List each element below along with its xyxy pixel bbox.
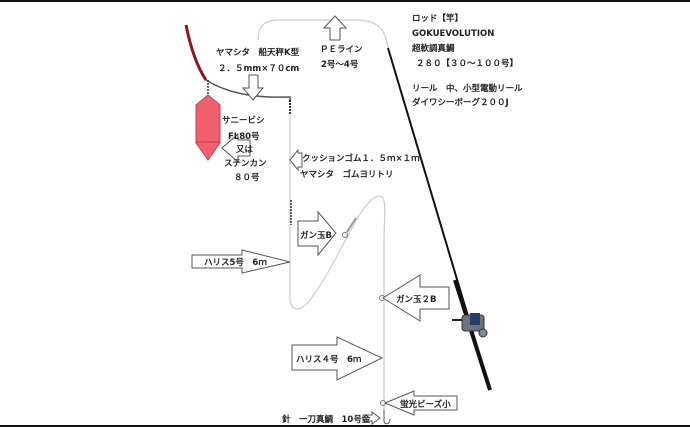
- pe-line-size: 2号～4号: [321, 60, 359, 70]
- rod-model: GOKUEVOLUTION: [412, 29, 494, 39]
- tenbin-size: ２．５mm×７０cm: [218, 63, 299, 74]
- rod-spec: ２８０【３０～１００号】: [416, 58, 518, 69]
- sinker-or: 又は: [235, 145, 254, 155]
- split-shot-2b-label: ガン玉２B: [396, 294, 436, 305]
- sinker-model: FL80号: [228, 132, 260, 142]
- cushion-arrow: [289, 148, 303, 172]
- harris4-arrow: [291, 336, 384, 381]
- cushion-model: ヤマシタ ゴムヨリトリ: [300, 169, 394, 180]
- tenbin-arrow: [241, 74, 265, 101]
- rod-title: ロッド【竿】: [412, 13, 463, 24]
- rod-butt: [453, 279, 492, 391]
- sinker: [195, 94, 221, 161]
- sinker-arrow: [221, 132, 251, 164]
- tenbin-arm: [184, 24, 208, 81]
- harris5-arrow: [191, 249, 291, 274]
- top-border: [0, 0, 690, 2]
- split-shot-b: [342, 232, 348, 238]
- reel: [452, 313, 488, 338]
- reel-label: リール 中、小型電動リール: [412, 83, 523, 94]
- swivel-b: [346, 217, 357, 233]
- tenbin-label: ヤマシタ 船天秤K型: [216, 47, 300, 58]
- hook: [383, 410, 391, 425]
- harris-line: [289, 115, 386, 410]
- pe-line-label: ＰＥライン: [320, 44, 363, 55]
- split-shot-2b-arrow: [382, 274, 450, 322]
- cushion-label: クッションゴム１．５ｍ×１ｍ: [302, 153, 420, 164]
- sinker-weight: ８０号: [234, 172, 260, 183]
- rod-series: 超軟調真鯛: [411, 43, 455, 54]
- hook-arrow: [362, 411, 381, 425]
- split-shot-b-arrow: [297, 210, 337, 257]
- pe-line: [257, 19, 389, 49]
- harris4-label: ハリス４号 6ｍ: [296, 354, 362, 365]
- hook-label: 針 一刀真鯛 10号金: [282, 414, 371, 425]
- bead-label: 蛍光ビーズ小: [400, 399, 451, 410]
- split-shot-b-label: ガン玉B: [300, 230, 332, 241]
- reel-model: ダイワシーボーグ２００J: [412, 97, 509, 108]
- sinker-alt: ステンカン: [224, 159, 267, 169]
- bottom-border: [0, 425, 690, 427]
- harris5-label: ハリス5号 6ｍ: [204, 258, 267, 268]
- sinker-name: サニービシ: [222, 115, 265, 126]
- pe-line-arrow: [322, 15, 348, 41]
- bead-arrow: [383, 390, 458, 416]
